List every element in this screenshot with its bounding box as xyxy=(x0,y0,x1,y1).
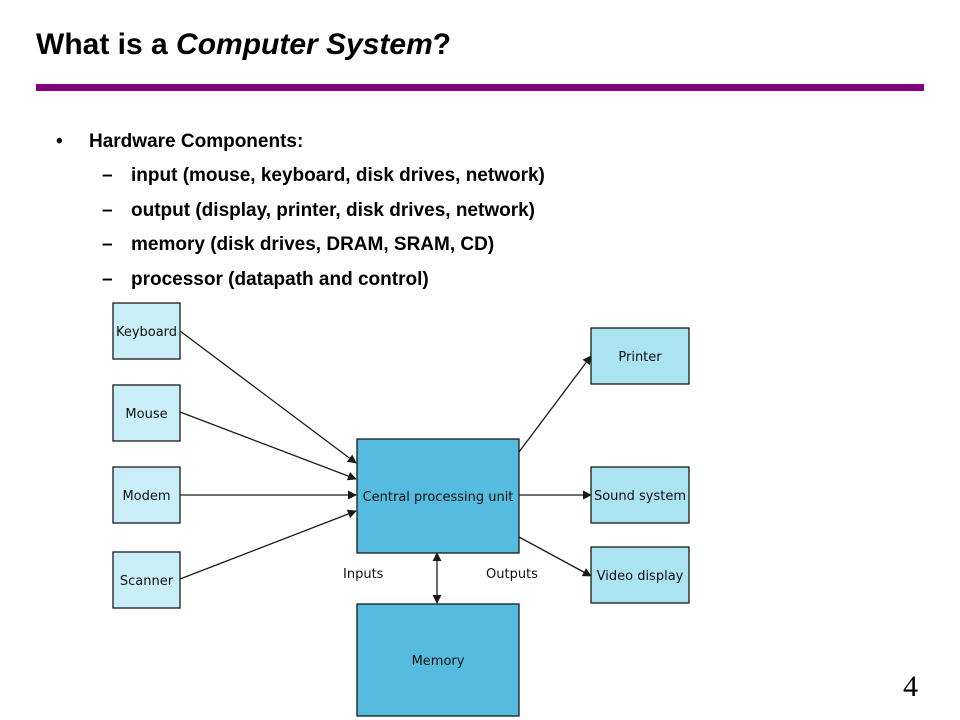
arrow-scanner-to-cpu xyxy=(179,509,357,580)
inputs-label: Inputs xyxy=(343,567,384,582)
outputs-label: Outputs xyxy=(486,567,538,582)
page-number: 4 xyxy=(903,670,918,703)
cpu-label: Central processing unit xyxy=(363,490,514,505)
sound-system-label: Sound system xyxy=(594,489,686,504)
sub-bullet-text: memory (disk drives, DRAM, SRAM, CD) xyxy=(131,234,495,255)
sub-bullet-dash: – xyxy=(102,165,113,186)
arrow-mouse-to-cpu xyxy=(179,411,357,481)
slide-title: What is a Computer System? xyxy=(36,28,452,61)
mouse-label: Mouse xyxy=(125,407,167,422)
keyboard-label: Keyboard xyxy=(116,325,177,340)
arrow-cpu-to-video-display xyxy=(518,536,592,577)
input-device-keyboard: Keyboard xyxy=(112,302,181,360)
arrow-cpu-to-printer xyxy=(518,355,592,453)
input-device-mouse: Mouse xyxy=(112,384,181,442)
video-display-label: Video display xyxy=(597,569,684,584)
sub-bullet-text: output (display, printer, disk drives, n… xyxy=(131,199,535,221)
input-device-scanner: Scanner xyxy=(112,551,181,609)
scanner-label: Scanner xyxy=(120,574,174,589)
memory-unit: Memory xyxy=(356,603,520,717)
sub-bullet-dash: – xyxy=(102,199,113,221)
sub-bullet-text: processor (datapath and control) xyxy=(131,268,429,290)
output-device-printer: Printer xyxy=(590,327,690,385)
sub-bullet-dash: – xyxy=(102,234,113,255)
diagram-arrows xyxy=(179,330,592,604)
bullet-text: Hardware Components: xyxy=(89,131,304,152)
bullet-marker: • xyxy=(56,131,63,152)
central-processing-unit: Central processing unit xyxy=(356,438,520,554)
arrow-keyboard-to-cpu xyxy=(179,330,357,464)
modem-label: Modem xyxy=(122,489,170,504)
sub-bullet-text: input (mouse, keyboard, disk drives, net… xyxy=(131,165,545,186)
output-device-video-display: Video display xyxy=(590,546,690,604)
memory-label: Memory xyxy=(412,654,465,669)
printer-label: Printer xyxy=(618,350,662,365)
input-device-modem: Modem xyxy=(112,466,181,524)
title-underline xyxy=(36,84,924,91)
output-device-sound-system: Sound system xyxy=(590,466,690,524)
sub-bullet-dash: – xyxy=(102,268,113,290)
